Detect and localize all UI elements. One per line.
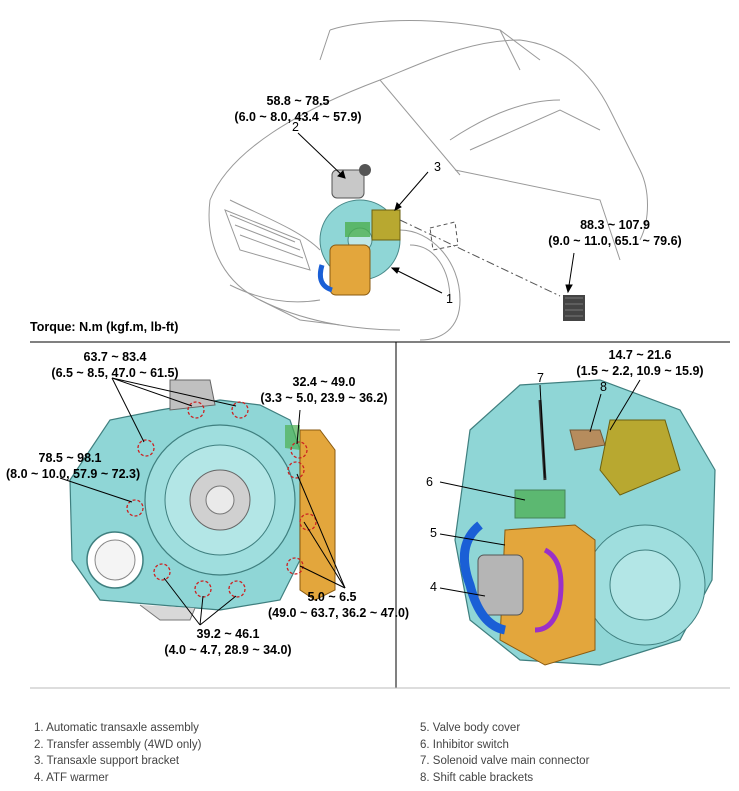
torque-label-upper: 63.7 ~ 83.4 (6.5 ~ 8.5, 47.0 ~ 61.5) bbox=[40, 350, 190, 381]
torque-value-alt: (1.5 ~ 2.2, 10.9 ~ 15.9) bbox=[576, 363, 704, 378]
transaxle-assembly-top bbox=[317, 199, 401, 296]
transaxle-mount-pad bbox=[563, 295, 585, 321]
vehicle-outline bbox=[208, 20, 648, 341]
torque-value: 14.7 ~ 21.6 bbox=[608, 348, 672, 362]
mount-torque-label: 88.3 ~ 107.9 (9.0 ~ 11.0, 65.1 ~ 79.6) bbox=[540, 218, 690, 249]
torque-label-lower: 39.2 ~ 46.1 (4.0 ~ 4.7, 28.9 ~ 34.0) bbox=[158, 627, 298, 658]
transaxle-housing-left bbox=[69, 379, 336, 621]
legend-item: 8. Shift cable brackets bbox=[420, 771, 534, 784]
torque-value: 39.2 ~ 46.1 bbox=[196, 627, 260, 641]
callout-3: 3 bbox=[434, 160, 441, 174]
torque-value-alt: (8.0 ~ 10.0, 57.9 ~ 72.3) bbox=[6, 466, 141, 481]
legend-item: 5. Valve body cover bbox=[420, 722, 521, 734]
legend-right: 5. Valve body cover 6. Inhibitor switch … bbox=[420, 720, 589, 786]
torque-value: 58.8 ~ 78.5 bbox=[266, 94, 330, 108]
transfer-assembly bbox=[331, 164, 371, 199]
leaders-left bbox=[59, 377, 346, 626]
torque-value: 78.5 ~ 98.1 bbox=[38, 451, 102, 465]
torque-label-left: 78.5 ~ 98.1 (8.0 ~ 10.0, 57.9 ~ 72.3) bbox=[6, 451, 141, 482]
torque-value-alt: (4.0 ~ 4.7, 28.9 ~ 34.0) bbox=[164, 642, 292, 657]
transfer-torque-label: 58.8 ~ 78.5 (6.0 ~ 8.0, 43.4 ~ 57.9) bbox=[228, 94, 368, 125]
leaders-right bbox=[439, 379, 641, 597]
torque-value: 63.7 ~ 83.4 bbox=[83, 350, 147, 364]
callout-6: 6 bbox=[426, 475, 433, 489]
transaxle-housing-right bbox=[454, 379, 716, 666]
callout-2: 2 bbox=[292, 120, 299, 134]
torque-value-alt: (3.3 ~ 5.0, 23.9 ~ 36.2) bbox=[260, 390, 388, 405]
legend-item: 2. Transfer assembly (4WD only) bbox=[34, 738, 202, 751]
callout-8: 8 bbox=[600, 380, 607, 394]
legend-left: 1. Automatic transaxle assembly 2. Trans… bbox=[34, 720, 201, 786]
torque-value: 5.0 ~ 6.5 bbox=[307, 590, 357, 604]
torque-value-alt: (6.0 ~ 8.0, 43.4 ~ 57.9) bbox=[234, 109, 362, 124]
callout-5: 5 bbox=[430, 526, 437, 540]
legend-item: 7. Solenoid valve main connector bbox=[420, 755, 590, 767]
callout-1: 1 bbox=[446, 292, 453, 306]
legend-item: 3. Transaxle support bracket bbox=[34, 755, 180, 767]
legend-item: 4. ATF warmer bbox=[34, 771, 109, 784]
torque-label-brackets: 14.7 ~ 21.6 (1.5 ~ 2.2, 10.9 ~ 15.9) bbox=[560, 348, 720, 379]
legend-item: 6. Inhibitor switch bbox=[420, 738, 509, 751]
legend-item: 1. Automatic transaxle assembly bbox=[34, 722, 199, 734]
torque-label-cover: 5.0 ~ 6.5 (49.0 ~ 63.7, 36.2 ~ 47.0) bbox=[268, 590, 410, 621]
torque-value-alt: (9.0 ~ 11.0, 65.1 ~ 79.6) bbox=[548, 233, 682, 248]
callout-7: 7 bbox=[537, 371, 544, 385]
callout-4: 4 bbox=[430, 580, 437, 594]
torque-value-alt: (49.0 ~ 63.7, 36.2 ~ 47.0) bbox=[268, 605, 410, 620]
torque-label-valve-side: 32.4 ~ 49.0 (3.3 ~ 5.0, 23.9 ~ 36.2) bbox=[254, 375, 394, 406]
torque-value-alt: (6.5 ~ 8.5, 47.0 ~ 61.5) bbox=[51, 365, 179, 380]
torque-value: 32.4 ~ 49.0 bbox=[292, 375, 356, 389]
torque-value: 88.3 ~ 107.9 bbox=[580, 218, 650, 232]
torque-units-title: Torque: N.m (kgf.m, lb-ft) bbox=[30, 320, 179, 334]
